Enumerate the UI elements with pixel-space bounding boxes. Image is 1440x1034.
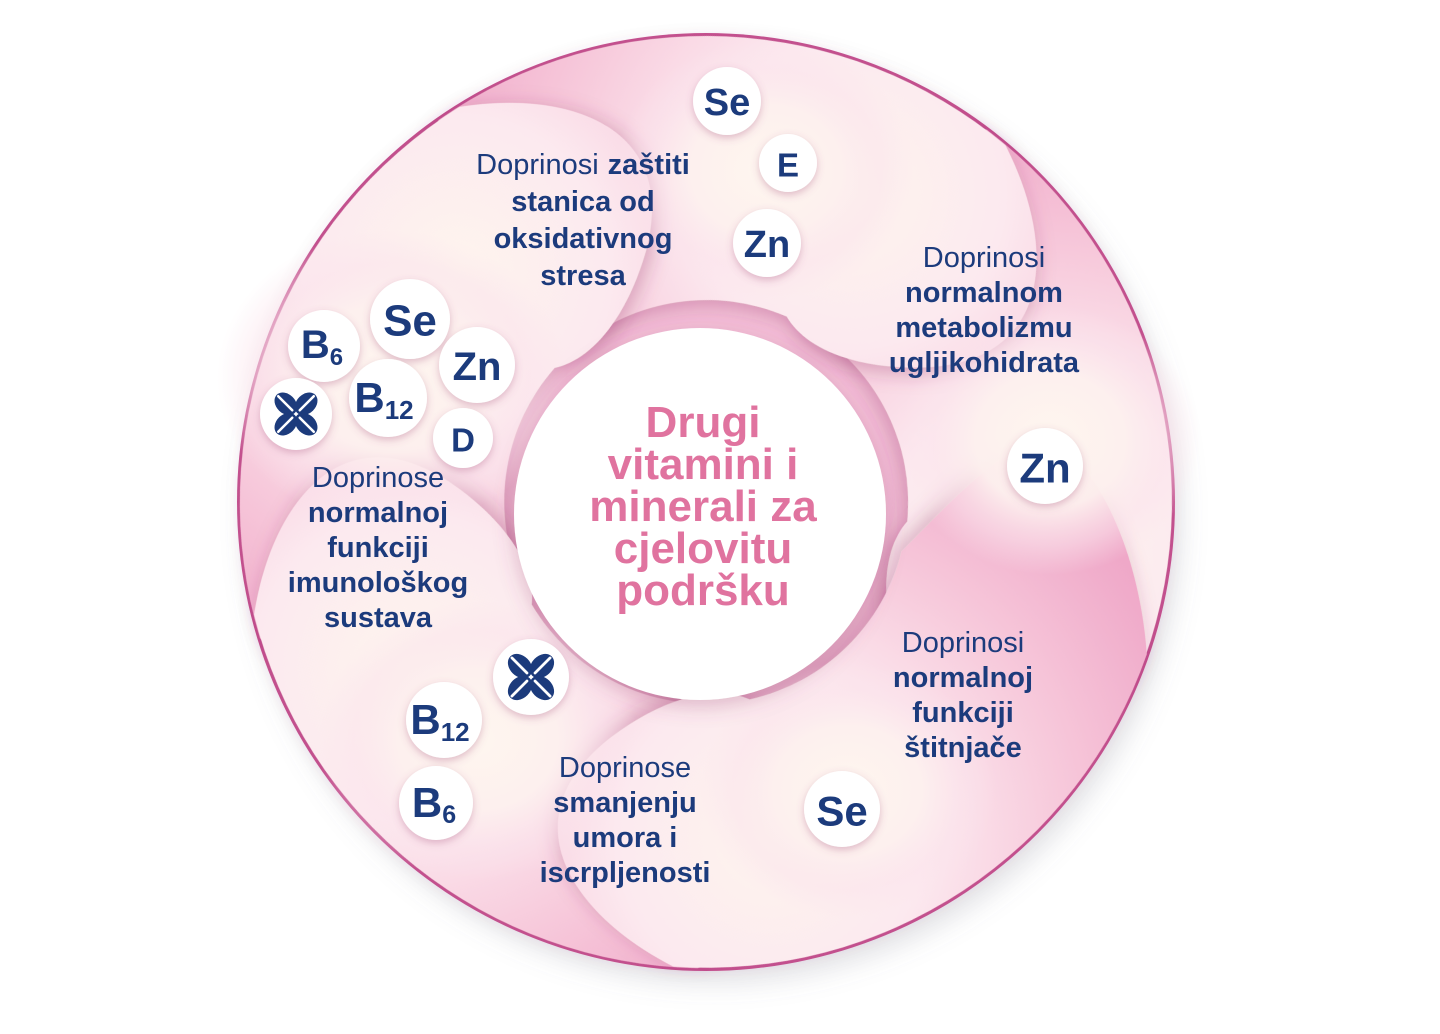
segment-label-carbohydrate-metabolism: Doprinosi normalnom metabolizmu ugljikoh… <box>889 242 1080 379</box>
element-circle-clover <box>493 639 569 715</box>
svg-text:stresa: stresa <box>540 260 626 292</box>
svg-text:sustava: sustava <box>324 602 433 634</box>
svg-text:metabolizmu: metabolizmu <box>895 312 1072 344</box>
svg-text:normalnoj: normalnoj <box>893 662 1033 694</box>
svg-text:vitamini i: vitamini i <box>608 440 799 489</box>
segment-label-thyroid-function: Doprinosi normalnoj funkciji štitnjače <box>893 627 1033 764</box>
svg-text:Doprinosi: Doprinosi <box>902 627 1025 659</box>
element-label-e: E <box>777 147 799 184</box>
svg-text:Doprinosi: Doprinosi <box>923 242 1046 274</box>
svg-text:funkciji: funkciji <box>912 697 1014 729</box>
svg-text:štitnjače: štitnjače <box>904 732 1022 764</box>
element-circle-se <box>804 771 880 847</box>
element-label-b12: B12 <box>410 696 469 748</box>
center-disc <box>514 328 886 700</box>
element-label-b6: B6 <box>412 779 456 830</box>
svg-text:ugljikohidrata: ugljikohidrata <box>889 347 1080 379</box>
element-circle-b12 <box>406 682 482 758</box>
element-circle-d <box>433 408 493 468</box>
element-circle-se <box>693 67 761 135</box>
svg-text:stanica od: stanica od <box>511 186 654 218</box>
element-circle-e <box>759 134 817 192</box>
svg-text:Doprinose: Doprinose <box>312 462 444 494</box>
segment-label-immune-system: Doprinose normalnoj funkciji imunološkog… <box>288 462 468 634</box>
svg-text:funkciji: funkciji <box>327 532 429 564</box>
svg-text:imunološkog: imunološkog <box>288 567 468 599</box>
element-circle-se <box>370 279 450 359</box>
element-label-d: D <box>451 422 475 459</box>
element-circle-b6 <box>399 766 473 840</box>
svg-text:minerali za: minerali za <box>589 482 817 531</box>
element-label-se: Se <box>704 82 750 124</box>
element-label-se: Se <box>816 788 867 835</box>
element-label-b6: B6 <box>301 323 343 371</box>
svg-text:Drugi: Drugi <box>646 398 761 447</box>
element-label-zn: Zn <box>744 224 790 266</box>
svg-text:podršku: podršku <box>616 566 790 615</box>
svg-text:umora i: umora i <box>573 822 678 854</box>
element-circle-zn <box>733 209 801 277</box>
element-label-se: Se <box>383 297 437 346</box>
svg-text:oksidativnog: oksidativnog <box>494 223 673 255</box>
element-circle-zn <box>1007 428 1083 504</box>
svg-text:smanjenju: smanjenju <box>553 787 696 819</box>
element-label-zn: Zn <box>453 345 502 389</box>
element-label-zn: Zn <box>1019 445 1070 492</box>
svg-text:Doprinose: Doprinose <box>559 752 691 784</box>
svg-text:cjelovitu: cjelovitu <box>614 524 793 573</box>
element-circle-b6 <box>288 310 360 382</box>
element-circle-zn <box>439 327 515 403</box>
segment-label-fatigue-reduction: Doprinose smanjenju umora i iscrpljenost… <box>540 752 711 889</box>
element-circle-clover <box>260 378 332 450</box>
svg-text:normalnom: normalnom <box>905 277 1063 309</box>
svg-text:iscrpljenosti: iscrpljenosti <box>540 857 711 889</box>
svg-text:normalnoj: normalnoj <box>308 497 448 529</box>
element-label-b12: B12 <box>354 374 413 426</box>
center-title: Drugi vitamini i minerali za cjelovitu p… <box>589 398 817 615</box>
element-circle-b12 <box>349 359 427 437</box>
